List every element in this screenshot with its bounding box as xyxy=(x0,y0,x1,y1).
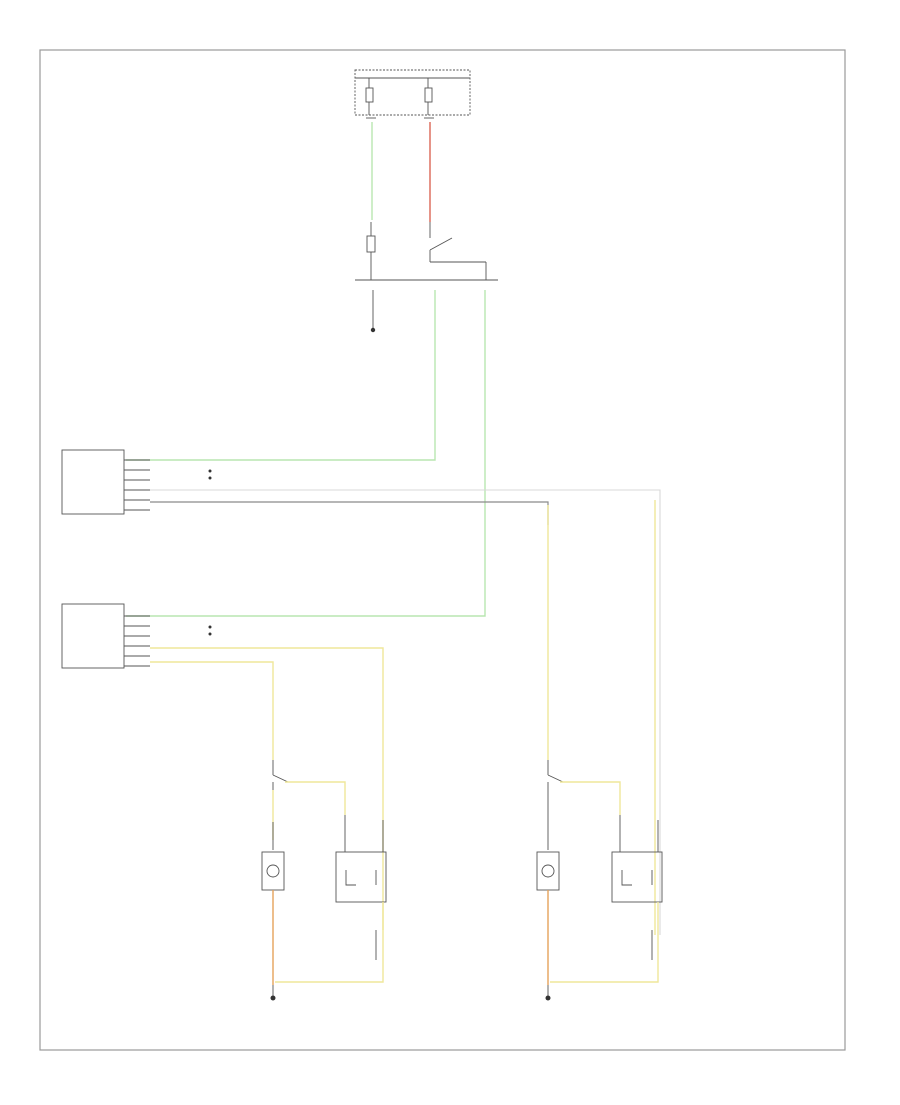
left-buckle-switch xyxy=(272,774,289,783)
right-belt-tensioner xyxy=(611,851,663,903)
relay-coil xyxy=(366,235,376,253)
relay-switch xyxy=(429,237,453,251)
left-rear-buckle-circuit xyxy=(261,760,387,1001)
wire-green-left-switch xyxy=(126,290,486,617)
fuse-box xyxy=(354,69,471,116)
wire-yellow-right-ground xyxy=(550,902,659,983)
wire-dark-right-sensor xyxy=(150,501,549,525)
wire-yellow-left-ground xyxy=(275,902,384,983)
right-buckle-switch xyxy=(547,774,564,783)
wire-yellow-left-tensioner xyxy=(150,647,384,930)
diagram-frame xyxy=(39,49,846,1051)
right-buckle-sensor xyxy=(536,851,560,891)
relay xyxy=(355,222,498,281)
wire-lt-right-tensioner xyxy=(150,489,661,935)
left-buckle-sensor xyxy=(261,851,285,891)
left-rear-seatbelt-switch xyxy=(61,603,212,669)
wire-yellow-left-sensor xyxy=(150,661,274,760)
wire-yellow-right-buckle xyxy=(560,781,621,815)
wire-yellow-left-buckle xyxy=(285,781,346,815)
right-rear-buckle-circuit xyxy=(536,760,663,1001)
fuse-right xyxy=(424,87,433,103)
wire-green-right-switch xyxy=(126,290,436,461)
fuse-left xyxy=(365,87,374,103)
left-belt-tensioner xyxy=(335,851,387,903)
right-rear-seatbelt-switch xyxy=(61,449,212,515)
